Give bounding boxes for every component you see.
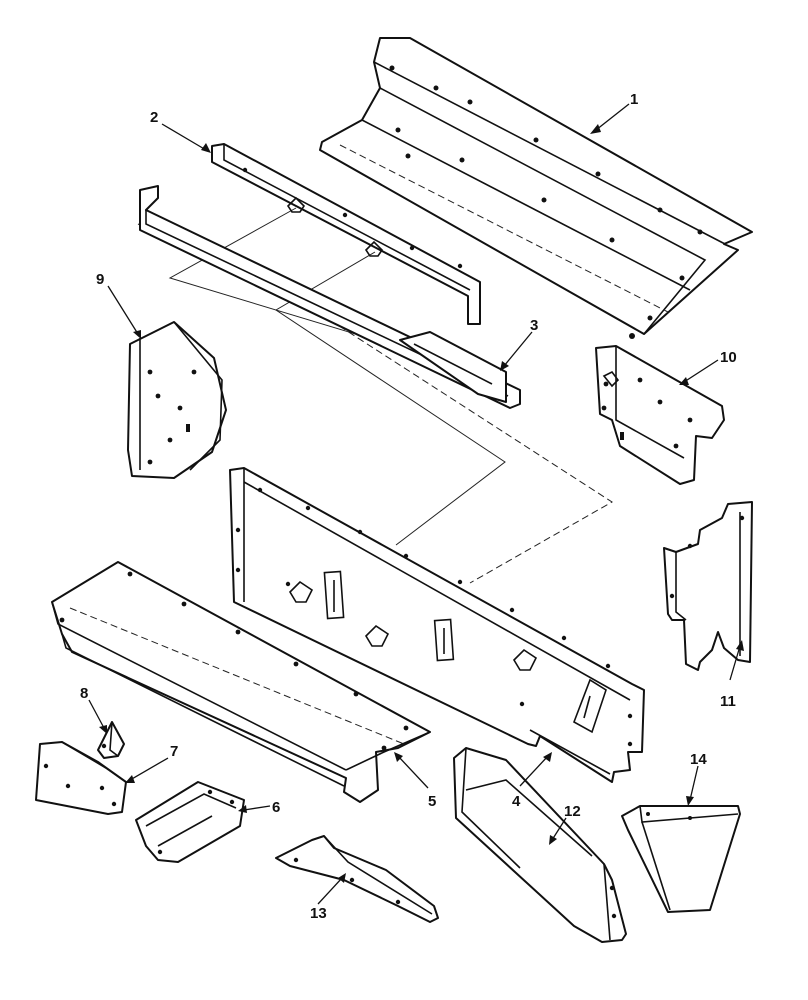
callout-13: 13 [310, 905, 327, 922]
callout-7: 7 [170, 743, 178, 760]
part-9-left-plate [127, 321, 227, 479]
callout-4: 4 [512, 793, 521, 810]
callout-9: 9 [96, 271, 104, 288]
part-2-upper-rail [211, 143, 481, 325]
part-10-right-plate [595, 345, 725, 485]
callout-6: 6 [272, 799, 280, 816]
part-3-long-bar [139, 185, 521, 409]
callout-8: 8 [80, 685, 88, 702]
callout-12: 12 [564, 803, 581, 820]
part-8-gusset [97, 721, 125, 759]
part-14-shroud [621, 805, 741, 913]
callout-1: 1 [630, 91, 638, 108]
callout-labels: 1 2 9 3 10 11 8 7 6 5 4 12 13 14 [80, 91, 737, 922]
callout-5: 5 [428, 793, 436, 810]
part-13-lower-bracket [275, 835, 439, 923]
callout-2: 2 [150, 109, 158, 126]
callout-14: 14 [690, 751, 707, 768]
part-1-top-channel [319, 37, 753, 339]
part-4-main-panel [229, 467, 645, 783]
callout-11: 11 [720, 693, 736, 710]
part-12-cover [453, 747, 627, 943]
callout-3: 3 [530, 317, 538, 334]
part-6-channel-bracket [135, 781, 245, 863]
callout-10: 10 [720, 349, 737, 366]
part-5-bottom-channel [51, 561, 431, 803]
leader-lines [88, 103, 744, 905]
part-11-end-panel [663, 501, 753, 671]
